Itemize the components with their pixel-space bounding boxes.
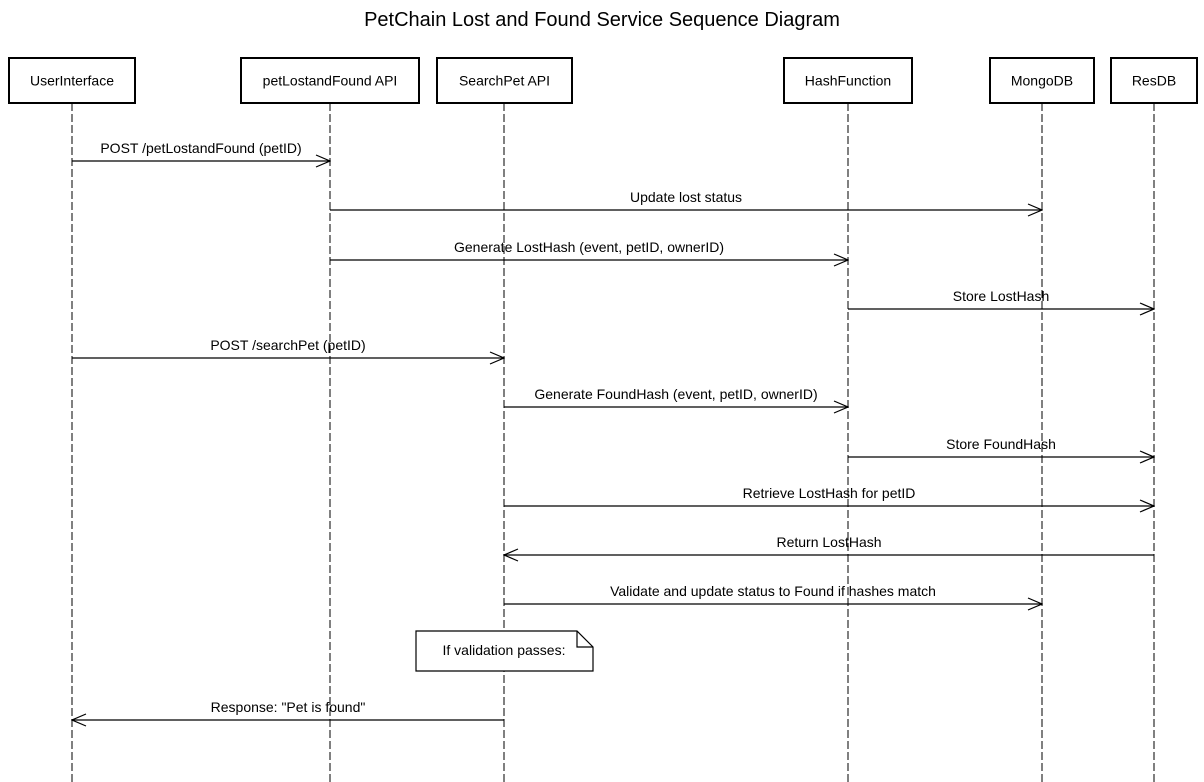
message-10: Validate and update status to Found if h…: [504, 583, 1042, 604]
notes: If validation passes:: [415, 630, 594, 672]
message-4: Store LostHash: [848, 288, 1154, 309]
participant-box: [436, 57, 573, 104]
participant-label: petLostandFound API: [263, 73, 398, 89]
message-label: Update lost status: [630, 189, 742, 205]
participant-box: [8, 57, 136, 104]
note-fold: [576, 631, 593, 648]
participant-box: [989, 57, 1095, 104]
message-label: Store FoundHash: [946, 436, 1056, 452]
participant-ui: UserInterface: [8, 57, 136, 104]
participant-sp: SearchPet API: [436, 57, 573, 104]
message-1: POST /petLostandFound (petID): [72, 140, 330, 161]
participant-box: [783, 57, 913, 104]
message-label: POST /petLostandFound (petID): [100, 140, 301, 156]
message-3: Generate LostHash (event, petID, ownerID…: [330, 239, 848, 260]
participant-plf: petLostandFound API: [240, 57, 420, 104]
participant-label: HashFunction: [805, 73, 891, 89]
participant-label: ResDB: [1132, 73, 1176, 89]
message-9: Return LostHash: [504, 534, 1154, 555]
participants: UserInterface petLostandFound API SearchPe…: [8, 57, 1198, 104]
participant-mdb: MongoDB: [989, 57, 1095, 104]
message-label: Retrieve LostHash for petID: [743, 485, 916, 501]
message-7: Store FoundHash: [848, 436, 1154, 457]
diagram-title: PetChain Lost and Found Service Sequence…: [364, 9, 840, 31]
note-box: [415, 630, 594, 672]
participant-label: MongoDB: [1011, 73, 1073, 89]
message-label: Response: "Pet is found": [211, 699, 366, 715]
messages: POST /petLostandFound (petID) Update lost…: [72, 140, 1154, 720]
message-11: Response: "Pet is found": [72, 699, 504, 720]
message-label: POST /searchPet (petID): [210, 337, 365, 353]
participant-box: [1110, 57, 1198, 104]
participant-label: UserInterface: [30, 73, 114, 89]
note-label: If validation passes:: [443, 642, 566, 658]
message-label: Generate LostHash (event, petID, ownerID…: [454, 239, 724, 255]
message-label: Generate FoundHash (event, petID, ownerI…: [534, 386, 817, 402]
participant-rdb: ResDB: [1110, 57, 1198, 104]
message-label: Validate and update status to Found if h…: [610, 583, 936, 599]
message-label: Store LostHash: [953, 288, 1050, 304]
message-6: Generate FoundHash (event, petID, ownerI…: [504, 386, 848, 407]
message-label: Return LostHash: [776, 534, 881, 550]
message-2: Update lost status: [330, 189, 1042, 210]
message-5: POST /searchPet (petID): [72, 337, 504, 358]
participant-label: SearchPet API: [459, 73, 550, 89]
note-validation: If validation passes:: [415, 630, 594, 672]
message-8: Retrieve LostHash for petID: [504, 485, 1154, 506]
participant-box: [240, 57, 420, 104]
participant-hf: HashFunction: [783, 57, 913, 104]
